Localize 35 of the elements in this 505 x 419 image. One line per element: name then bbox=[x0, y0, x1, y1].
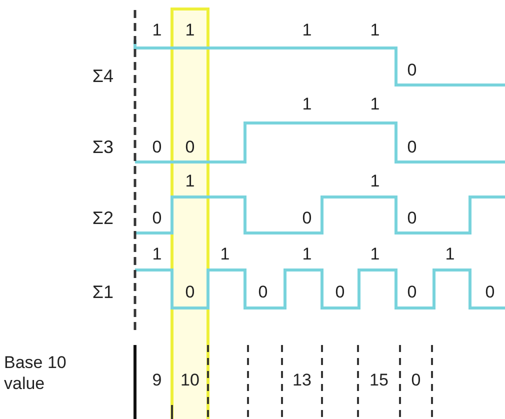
signal-label: Σ1 bbox=[92, 283, 114, 301]
bit-value: 1 bbox=[152, 22, 162, 38]
bit-value: 0 bbox=[407, 62, 417, 78]
bit-value: 10 bbox=[180, 372, 200, 388]
bit-value: 1 bbox=[185, 22, 195, 38]
bit-value: 1 bbox=[370, 96, 380, 112]
bit-value: 0 bbox=[407, 138, 417, 156]
bit-value: 0 bbox=[185, 284, 195, 300]
bit-value: 0 bbox=[485, 284, 495, 300]
bit-value: 1 bbox=[302, 22, 312, 38]
signal-label: Σ2 bbox=[92, 209, 114, 227]
bit-value: 13 bbox=[292, 372, 312, 388]
bit-value: 1 bbox=[445, 246, 455, 262]
bit-value: 1 bbox=[302, 246, 312, 262]
bit-value: 15 bbox=[370, 372, 388, 388]
bit-value: 0 bbox=[258, 284, 268, 300]
bit-value: 0 bbox=[335, 284, 345, 300]
bit-value: 1 bbox=[370, 172, 380, 190]
signal-label: Σ4 bbox=[92, 67, 114, 85]
bit-value: 1 bbox=[370, 22, 380, 38]
bit-value: 0 bbox=[411, 372, 421, 388]
axis-label: Base 10 value bbox=[4, 352, 68, 394]
bit-value: 1 bbox=[302, 96, 312, 112]
bit-value: 0 bbox=[407, 284, 417, 300]
bit-value: 0 bbox=[185, 138, 195, 156]
signal-label: Σ3 bbox=[92, 138, 114, 156]
bit-value: 0 bbox=[152, 210, 162, 226]
bit-value: 0 bbox=[407, 210, 417, 226]
bit-value: 1 bbox=[185, 172, 195, 190]
bit-value: 0 bbox=[152, 138, 162, 156]
bit-value: 1 bbox=[152, 246, 162, 262]
bit-value: 1 bbox=[370, 246, 380, 262]
bit-value: 9 bbox=[152, 372, 162, 388]
bit-value: 1 bbox=[220, 246, 230, 262]
bit-value: 0 bbox=[302, 210, 312, 226]
